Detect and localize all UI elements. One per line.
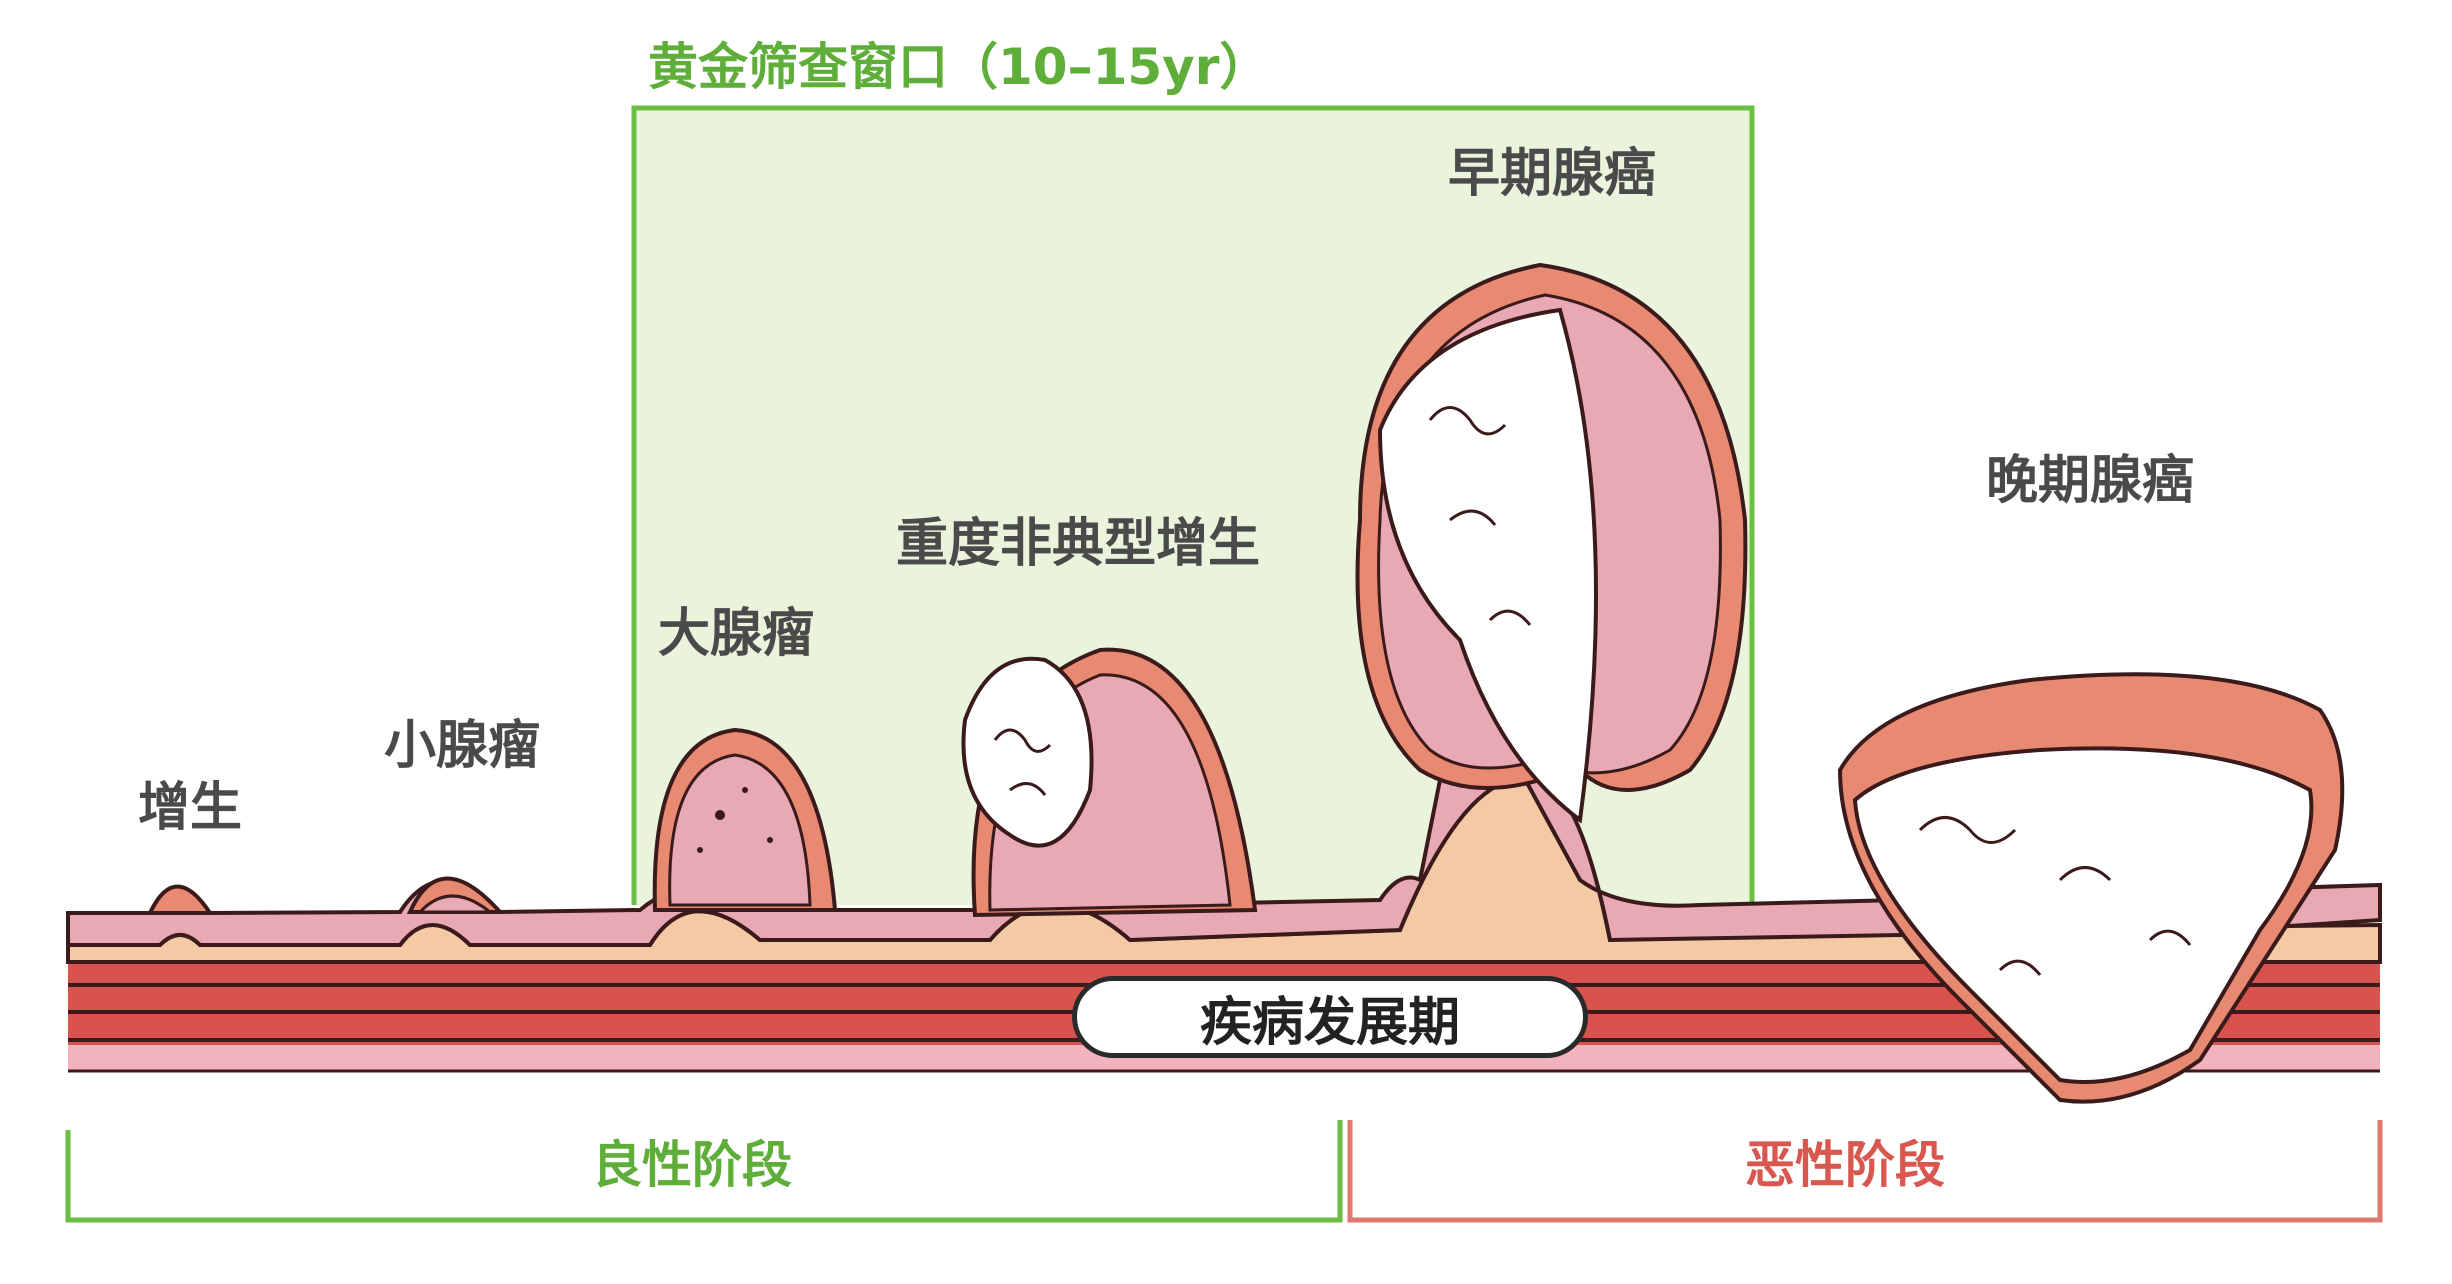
stage-label-early-adenocarcinoma: 早期腺癌 [1448, 144, 1657, 204]
small-adenoma-lesion [406, 876, 505, 914]
development-period-label: 疾病发展期 [1199, 992, 1460, 1053]
stage-label-late-adenocarcinoma: 晚期腺癌 [1986, 451, 2195, 511]
late-adenocarcinoma-lesion [1837, 672, 2345, 1104]
development-period-pill: 疾病发展期 [1072, 976, 1588, 1058]
severe-dysplasia-lesion [961, 647, 1258, 918]
stage-label-small-adenoma: 小腺瘤 [384, 716, 541, 776]
screening-window-border [631, 105, 1755, 905]
large-adenoma-lesion [652, 727, 838, 912]
malignant-phase-label: 恶性阶段 [1745, 1136, 1945, 1194]
early-adenocarcinoma-lesion [1355, 262, 1748, 824]
screening-window-title: 黄金筛查窗口（10–15yr） [648, 38, 1270, 96]
malignant-phase-bracket [1347, 1120, 2383, 1223]
stage-label-large-adenoma: 大腺瘤 [658, 604, 815, 664]
stage-label-severe-dysplasia: 重度非典型增生 [896, 514, 1261, 574]
benign-phase-bracket [65, 1120, 1343, 1223]
stage-label-hyperplasia: 增生 [138, 778, 243, 838]
benign-phase-label: 良性阶段 [592, 1136, 792, 1194]
hyperplasia-lesion [146, 884, 214, 915]
